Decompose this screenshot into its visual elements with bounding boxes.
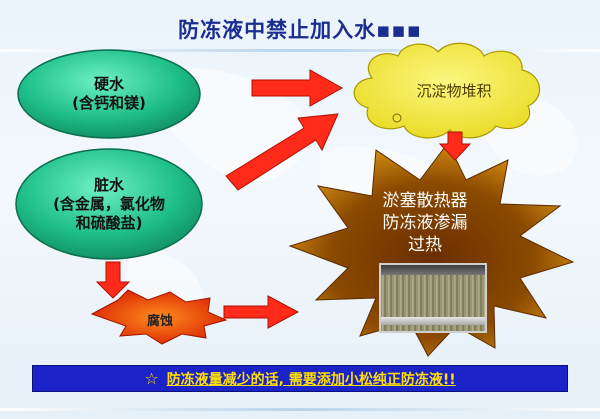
arrow-sediment-to-burst <box>438 131 472 161</box>
consequence-leak: 防冻液渗漏 <box>382 213 468 233</box>
star-icon: ☆ <box>144 369 159 388</box>
arrow-hard-to-sediment <box>251 69 344 107</box>
notice-banner: ☆ 防冻液量减少的话, 需要添加小松纯正防冻液!! <box>32 365 568 392</box>
consequence-overheat: 过热 <box>408 235 442 255</box>
hard-water-detail: (含钙和镁) <box>72 94 146 112</box>
corrosion-label: 腐蚀 <box>147 314 174 329</box>
hard-water-ellipse <box>17 49 201 139</box>
page-title: 防冻液中禁止加入水▪▪▪ <box>178 18 422 42</box>
dirty-water-detail-1: (含金属，氯化物 <box>53 195 165 213</box>
dirty-water-title: 脏水 <box>93 176 124 194</box>
dirty-water-detail-2: 和硫酸盐) <box>75 214 143 232</box>
notice-text: 防冻液量减少的话, 需要添加小松纯正防冻液!! <box>166 371 456 388</box>
title-divider <box>0 49 600 52</box>
hard-water-title: 硬水 <box>93 75 124 93</box>
arrow-dirty-to-corrosion <box>95 261 131 299</box>
consequence-clog: 淤塞散热器 <box>382 191 468 211</box>
corrosion-burst <box>90 289 228 345</box>
arrow-dirty-to-sediment <box>225 113 339 191</box>
hard-water-label: 硬水 (含钙和镁) <box>40 75 178 113</box>
dirty-water-ellipse <box>15 148 203 260</box>
consequence-burst <box>288 142 575 357</box>
sediment-label: 沉淀物堆积 <box>416 82 492 100</box>
radiator-photo <box>379 263 487 333</box>
bottom-divider <box>0 408 600 411</box>
dirty-water-label: 脏水 (含金属，氯化物 和硫酸盐) <box>34 176 184 233</box>
sediment-cloud <box>353 42 541 139</box>
arrow-corrosion-to-burst <box>223 295 300 329</box>
consequences-label: 淤塞散热器 防冻液渗漏 过热 <box>365 190 485 256</box>
